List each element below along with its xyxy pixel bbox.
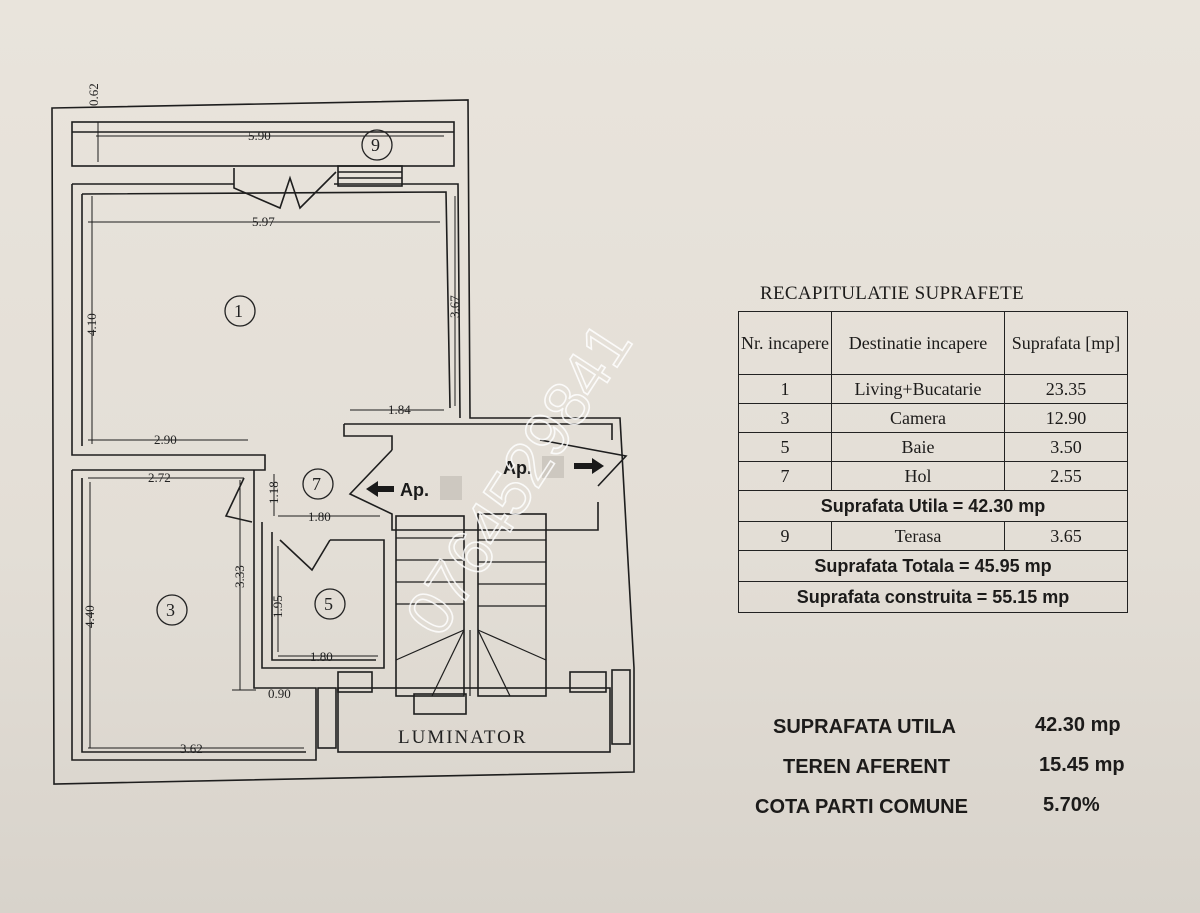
cell-dest: Baie: [831, 432, 1005, 462]
room-number-3: 3: [166, 600, 175, 620]
dim-2-90: 2.90: [154, 432, 177, 447]
header-nr: Nr. incapere: [738, 311, 832, 375]
bath-wall: [261, 522, 385, 669]
cell-supr: 12.90: [1004, 403, 1128, 433]
dim-1-80-bottom: 1.80: [310, 649, 333, 664]
terrace-wall: [71, 121, 455, 167]
dim-1-95: 1.95: [270, 595, 285, 618]
utila-total-row: Suprafata Utila = 42.30 mp: [738, 490, 1128, 522]
luminator-label: LUMINATOR: [398, 727, 528, 748]
hallway-wall: [348, 449, 599, 531]
cell-nr: 1: [738, 374, 832, 404]
cell-supr: 2.55: [1004, 461, 1128, 491]
construita-total: Suprafata construita = 55.15 mp: [738, 581, 1128, 613]
table-row: 7 Hol 2.55: [738, 461, 1128, 491]
cell-supr: 23.35: [1004, 374, 1128, 404]
dim-3-67: 3.67: [447, 295, 462, 318]
summary-value: 42.30 mp: [1035, 714, 1121, 736]
recap-table: Nr. incapere Destinatie incapere Suprafa…: [738, 311, 1128, 613]
room-number-5: 5: [324, 594, 333, 614]
room-number-1: 1: [234, 301, 243, 321]
arrow-right-icon: [574, 458, 604, 474]
outer-wall: [51, 99, 635, 785]
cell-supr: 3.50: [1004, 432, 1128, 462]
dim-1-80-top: 1.80: [308, 509, 331, 524]
header-supr: Suprafata [mp]: [1004, 311, 1128, 375]
cell-dest: Living+Bucatarie: [831, 374, 1005, 404]
dim-3-62: 3.62: [180, 741, 203, 756]
summary-value: 5.70%: [1043, 794, 1100, 816]
living-wall: [72, 183, 461, 419]
header-dest: Destinatie incapere: [831, 311, 1005, 375]
phone-watermark: 0764529841: [391, 310, 645, 648]
stairs-left: [395, 515, 465, 697]
table-row: 9 Terasa 3.65: [738, 521, 1128, 551]
dim-5-97: 5.97: [252, 214, 275, 229]
apartment-label-right: Ap.: [503, 458, 532, 478]
room-3-wall: [71, 470, 317, 761]
summary-value: 15.45 mp: [1039, 754, 1125, 776]
cell-dest: Camera: [831, 403, 1005, 433]
dim-1-18: 1.18: [266, 481, 281, 504]
blurred-number: [440, 476, 462, 500]
cell-supr: 3.65: [1004, 521, 1128, 551]
room-number-7: 7: [312, 474, 321, 494]
recap-title: RECAPITULATIE SUPRAFETE: [760, 283, 1024, 304]
stairs-right: [477, 513, 547, 697]
totala-row: Suprafata Totala = 45.95 mp: [738, 550, 1128, 582]
totala-total: Suprafata Totala = 45.95 mp: [738, 550, 1128, 582]
dim-0-90: 0.90: [268, 686, 291, 701]
light-well: [337, 687, 611, 753]
blurred-number: [542, 456, 564, 478]
cell-nr: 5: [738, 432, 832, 462]
dim-0-62: 0.62: [86, 83, 101, 106]
table-row: 5 Baie 3.50: [738, 432, 1128, 462]
dim-2-72: 2.72: [148, 470, 171, 485]
arrow-left-icon: [366, 481, 394, 497]
summary-label: TEREN AFERENT: [783, 756, 951, 778]
summary-label: SUPRAFATA UTILA: [773, 716, 956, 738]
apartment-label-left: Ap.: [400, 480, 429, 500]
dim-1-84: 1.84: [388, 402, 411, 417]
utila-total: Suprafata Utila = 42.30 mp: [738, 490, 1128, 522]
table-header-row: Nr. incapere Destinatie incapere Suprafa…: [738, 311, 1128, 375]
cell-nr: 3: [738, 403, 832, 433]
table-row: 1 Living+Bucatarie 23.35: [738, 374, 1128, 404]
living-door: [233, 168, 337, 210]
dim-3-33: 3.33: [232, 565, 247, 588]
dim-5-90: 5.90: [248, 128, 271, 143]
table-row: 3 Camera 12.90: [738, 403, 1128, 433]
cell-dest: Hol: [831, 461, 1005, 491]
summary-label: COTA PARTI COMUNE: [755, 796, 968, 818]
dim-4-10: 4.10: [84, 313, 99, 336]
room-number-9: 9: [371, 135, 380, 155]
dim-4-40: 4.40: [82, 605, 97, 628]
cell-nr: 7: [738, 461, 832, 491]
cell-dest: Terasa: [831, 521, 1005, 551]
cell-nr: 9: [738, 521, 832, 551]
construita-row: Suprafata construita = 55.15 mp: [738, 581, 1128, 613]
